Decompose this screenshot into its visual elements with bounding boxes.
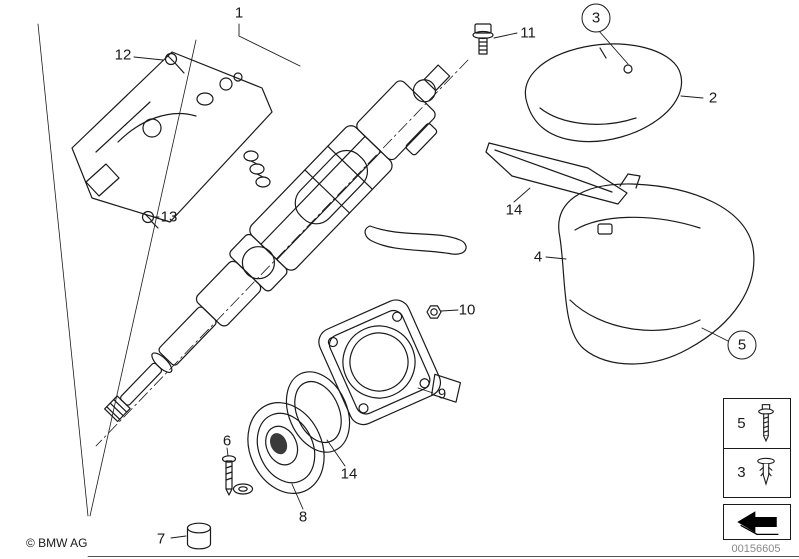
legend-item-5[interactable]: 5 xyxy=(724,399,790,448)
callout-14-right[interactable]: 14 xyxy=(505,201,523,219)
callout-3[interactable]: 3 xyxy=(581,3,611,33)
copyright: © BMW AG xyxy=(26,536,88,550)
shaft-spline xyxy=(104,395,131,423)
fastener-legend: 5 3 xyxy=(723,398,791,498)
callout-5[interactable]: 5 xyxy=(727,330,757,360)
part-flange-plate-9 xyxy=(318,299,462,426)
column-bracket xyxy=(71,51,273,223)
legend-item-3-label: 3 xyxy=(737,464,746,482)
part-screw-13 xyxy=(141,210,159,229)
direction-arrow-box xyxy=(723,504,791,540)
steering-column-assembly xyxy=(104,64,451,423)
callout-7[interactable]: 7 xyxy=(156,530,166,548)
callout-2[interactable]: 2 xyxy=(708,89,718,107)
part-cover-disc-8 xyxy=(247,402,325,494)
callout-14-bottom[interactable]: 14 xyxy=(340,465,358,483)
callout-6[interactable]: 6 xyxy=(222,432,232,450)
document-number: 00156605 xyxy=(731,543,781,555)
direction-arrow-icon xyxy=(737,511,779,535)
construction-lines xyxy=(37,23,799,557)
leader-lines xyxy=(133,23,729,539)
release-lever xyxy=(364,225,467,255)
part-trim-strip-14 xyxy=(485,142,628,205)
legend-item-5-label: 5 xyxy=(737,414,746,432)
push-rivet-icon xyxy=(756,457,775,486)
legend-item-3[interactable]: 3 xyxy=(724,447,790,498)
callout-13[interactable]: 13 xyxy=(160,208,178,226)
callout-1[interactable]: 1 xyxy=(234,4,244,22)
callout-9[interactable]: 9 xyxy=(437,385,447,403)
callout-8[interactable]: 8 xyxy=(298,508,308,526)
part-screw-12 xyxy=(164,52,185,74)
part-seal-ring-14 xyxy=(285,371,351,453)
callout-11[interactable]: 11 xyxy=(520,24,536,42)
callout-10[interactable]: 10 xyxy=(458,301,476,319)
callout-12[interactable]: 12 xyxy=(114,46,132,64)
part-screw-washer-6 xyxy=(221,455,254,496)
callout-4[interactable]: 4 xyxy=(533,248,543,266)
part-lower-cover-4 xyxy=(558,173,755,365)
part-bolt-11 xyxy=(472,23,494,55)
hex-bolt-icon xyxy=(757,404,774,443)
part-bushing-7 xyxy=(186,522,212,550)
part-nut-10 xyxy=(426,305,442,319)
part-upper-cover-2 xyxy=(524,43,683,143)
